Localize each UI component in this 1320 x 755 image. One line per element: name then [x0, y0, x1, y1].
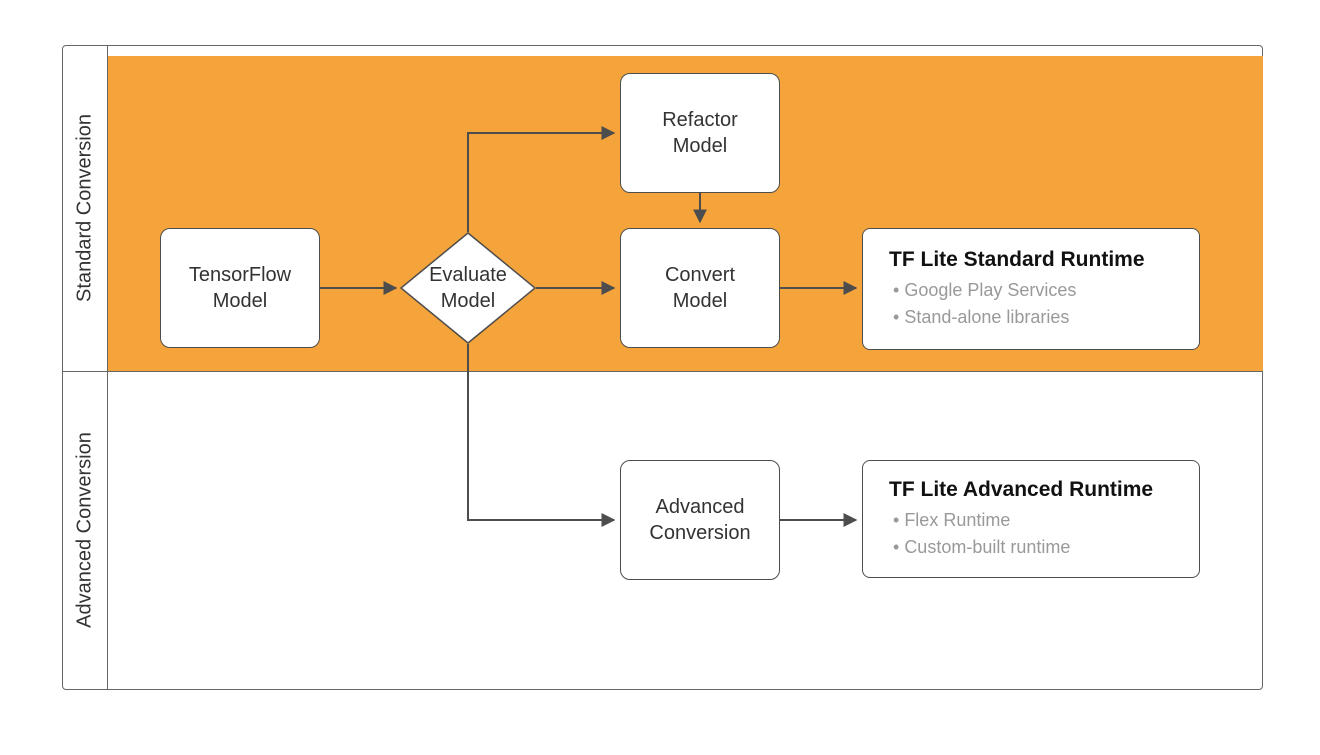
node-label: Evaluate Model: [429, 264, 507, 312]
diamond-shape: [400, 232, 536, 344]
node-label: TensorFlow Model: [188, 264, 292, 312]
lane-label-text: Standard Conversion: [73, 114, 96, 302]
runtime-title: TF Lite Advanced Runtime: [889, 478, 1154, 502]
node-tf-lite-standard-runtime: TF Lite Standard Runtime Google Play Ser…: [862, 228, 1200, 350]
node-evaluate-model: Evaluate Model: [400, 232, 536, 344]
lane-label-standard-conversion: Standard Conversion: [74, 114, 97, 302]
node-label: Advanced Conversion: [649, 496, 751, 544]
node-advanced-conversion: Advanced Conversion: [620, 460, 780, 580]
runtime-bullet: Stand-alone libraries: [889, 304, 1199, 330]
node-label: Refactor Model: [662, 109, 738, 157]
runtime-bullet: Flex Runtime: [889, 507, 1199, 533]
node-refactor-model: Refactor Model: [620, 73, 780, 193]
lane-divider: [62, 371, 1263, 372]
lane-label-advanced-conversion: Advanced Conversion: [74, 432, 97, 628]
node-convert-model: Convert Model: [620, 228, 780, 348]
node-tensorflow-model: TensorFlow Model: [160, 228, 320, 348]
node-label: Convert Model: [664, 264, 736, 312]
runtime-bullet: Google Play Services: [889, 277, 1199, 303]
runtime-bullet: Custom-built runtime: [889, 534, 1199, 560]
lane-label-text: Advanced Conversion: [73, 432, 96, 628]
lane-label-divider: [107, 45, 108, 690]
runtime-title: TF Lite Standard Runtime: [889, 248, 1145, 272]
node-tf-lite-advanced-runtime: TF Lite Advanced Runtime Flex Runtime Cu…: [862, 460, 1200, 578]
